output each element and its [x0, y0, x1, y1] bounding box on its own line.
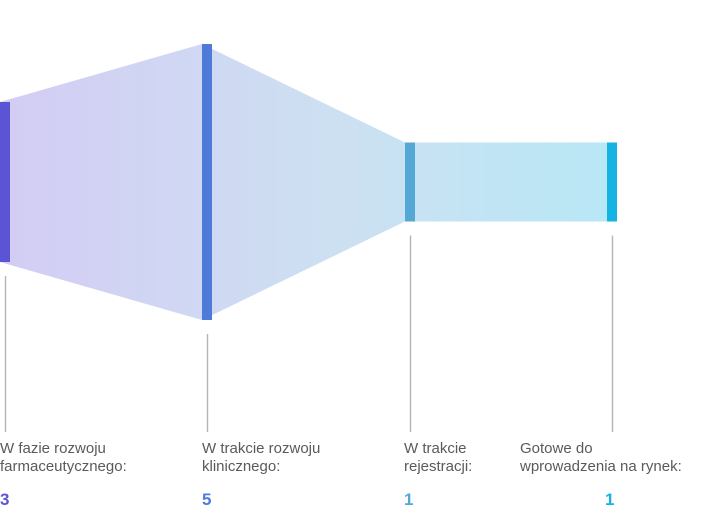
stage-bar-3 [607, 142, 617, 222]
stage-label-registration: W trakcie rejestracji: [404, 440, 473, 475]
stage-bar-2 [405, 142, 415, 222]
stage-value-registration: 1 [404, 490, 414, 509]
stage-label-clinical-development: W trakcie rozwoju klinicznego: [202, 440, 321, 475]
funnel-band [0, 44, 607, 320]
stage-bar-0 [0, 102, 10, 262]
stage-value-clinical-development: 5 [202, 490, 212, 509]
stage-label-pharma-development: W fazie rozwoju farmaceutycznego: [0, 440, 127, 475]
stage-label-market-ready: Gotowe do wprowadzenia na rynek: [520, 440, 682, 475]
stage-value-market-ready: 1 [605, 490, 615, 509]
stage-bar-1 [202, 44, 212, 320]
stage-value-pharma-development: 3 [0, 490, 10, 509]
funnel-chart [0, 44, 617, 432]
